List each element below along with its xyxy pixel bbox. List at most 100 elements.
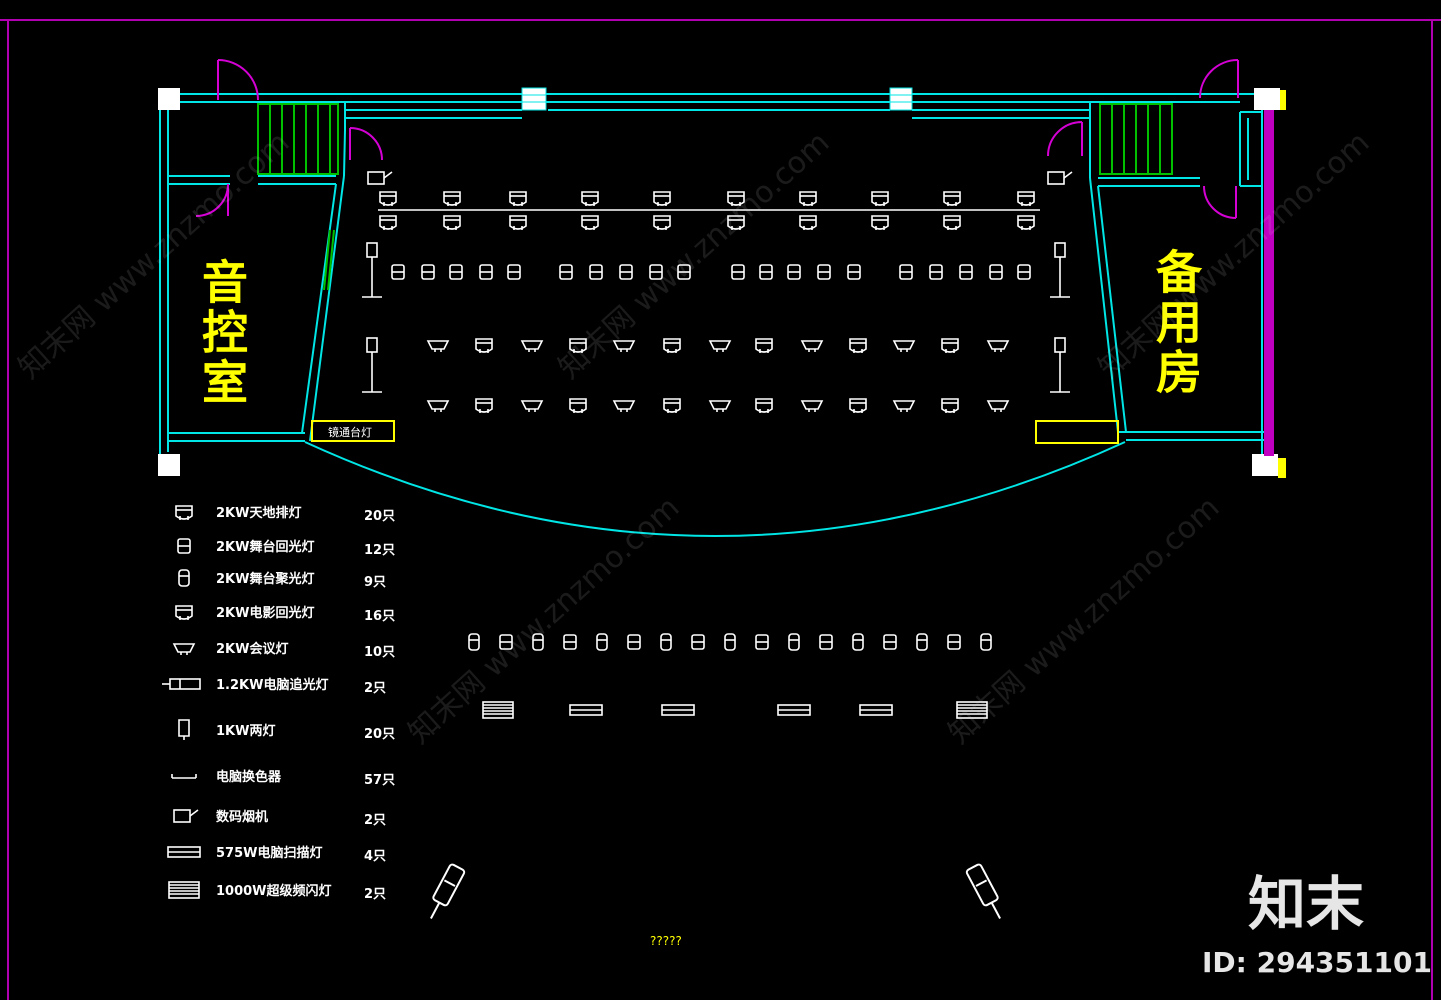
batten-floodlight: [379, 191, 397, 206]
watermark-url-1: 知末网 www.znzmo.com: [12, 125, 296, 386]
row3-light: [941, 338, 959, 353]
smoke-machine-icon: [173, 809, 199, 823]
legend-label: 1000W超级频闪灯: [216, 883, 332, 899]
follow-spot-right: [965, 863, 1001, 919]
spot-row-light: [847, 264, 861, 280]
legend-count: 16只: [364, 609, 395, 624]
spot-row-light: [959, 264, 973, 280]
spare-light: [852, 633, 864, 651]
batten-floodlight: [581, 215, 599, 230]
spare-light: [660, 633, 672, 651]
spotlight-icon: [178, 569, 190, 587]
row4-light: [849, 398, 867, 413]
spot-row-light: [391, 264, 405, 280]
watermark-url-3: 知末网 www.znzmo.com: [1092, 125, 1376, 386]
film-light-icon: [175, 605, 193, 620]
batten-floodlight: [653, 191, 671, 206]
scanner-light: [777, 704, 811, 716]
legend-count: 20只: [364, 509, 395, 524]
row4-light: [755, 398, 773, 413]
stage-label-box-right: [1035, 420, 1119, 444]
batten-floodlight: [727, 215, 745, 230]
stage-fixtures: [362, 171, 1073, 413]
right-frame-bar: [1264, 110, 1274, 456]
tripod-stand: [362, 242, 382, 298]
scanner-light: [661, 704, 695, 716]
par-light-icon: [178, 719, 190, 740]
spot-row-light: [479, 264, 493, 280]
strobe-light: [482, 701, 514, 719]
left-staircase: [257, 103, 339, 175]
spare-light: [532, 633, 544, 651]
stage-label-box-left: 镜通台灯: [311, 420, 395, 442]
legend-count: 2只: [364, 681, 386, 696]
batten-floodlight: [799, 215, 817, 230]
spare-light: [788, 633, 800, 651]
fresnel-icon: [177, 538, 191, 554]
spare-light: [755, 634, 769, 650]
tripod-stand: [362, 337, 382, 393]
row3-light: [755, 338, 773, 353]
batten-floodlight: [509, 215, 527, 230]
follow-spot-left: [430, 863, 466, 919]
row3-light: [426, 340, 450, 352]
spot-row-light: [559, 264, 573, 280]
window-markers: [521, 87, 913, 111]
row4-light: [892, 400, 916, 412]
row3-light: [612, 340, 636, 352]
floodlight-icon: [175, 505, 193, 520]
legend-count: 9只: [364, 575, 386, 590]
row3-light: [569, 338, 587, 353]
spare-light: [916, 633, 928, 651]
strobe-light: [956, 701, 988, 719]
legend-label: 1KW两灯: [216, 723, 275, 739]
spare-light: [468, 633, 480, 651]
yellow-markers: [1278, 90, 1286, 478]
spare-light: [691, 634, 705, 650]
smoke-machine: [367, 171, 393, 185]
tripod-stand: [1050, 337, 1070, 393]
row4-light: [520, 400, 544, 412]
diagonal-watermarks: 知末网 www.znzmo.com 知末网 www.znzmo.com 知末网 …: [12, 125, 1376, 751]
spare-light: [819, 634, 833, 650]
conference-light-icon: [172, 643, 196, 655]
legend-count: 2只: [364, 813, 386, 828]
tripod-stand: [1050, 242, 1070, 298]
room-label-sound-control: 音控室: [195, 258, 249, 408]
row3-light: [800, 340, 824, 352]
room-label-spare-room: 备用房: [1149, 248, 1203, 398]
legend-label: 2KW会议灯: [216, 641, 288, 657]
batten-floodlight: [871, 191, 889, 206]
batten-floodlight: [443, 215, 461, 230]
bottom-caption: ?????: [650, 934, 682, 948]
door-swings: [195, 59, 1239, 219]
batten-floodlight: [581, 191, 599, 206]
spot-row-light: [817, 264, 831, 280]
legend-count: 12只: [364, 543, 395, 558]
spot-row-light: [759, 264, 773, 280]
spare-light: [947, 634, 961, 650]
spot-row-light: [449, 264, 463, 280]
watermark-url-4: 知末网 www.znzmo.com: [402, 490, 686, 751]
row3-light: [663, 338, 681, 353]
follow-spot-icon: [162, 678, 201, 690]
legend-count: 20只: [364, 727, 395, 742]
watermark-brand: 知末: [1248, 870, 1364, 938]
spare-light: [724, 633, 736, 651]
legend-count: 4只: [364, 849, 386, 864]
legend-count: 57只: [364, 773, 395, 788]
row4-light: [800, 400, 824, 412]
scanner-light: [569, 704, 603, 716]
row3-light: [986, 340, 1010, 352]
spot-row-light: [507, 264, 521, 280]
spot-row-light: [989, 264, 1003, 280]
batten-floodlight: [943, 215, 961, 230]
legend-count: 2只: [364, 887, 386, 902]
spare-light: [499, 634, 513, 650]
legend-label: 1.2KW电脑追光灯: [216, 677, 328, 693]
batten-floodlight: [727, 191, 745, 206]
row3-light: [892, 340, 916, 352]
legend-label: 2KW舞台回光灯: [216, 539, 314, 555]
spot-row-light: [787, 264, 801, 280]
